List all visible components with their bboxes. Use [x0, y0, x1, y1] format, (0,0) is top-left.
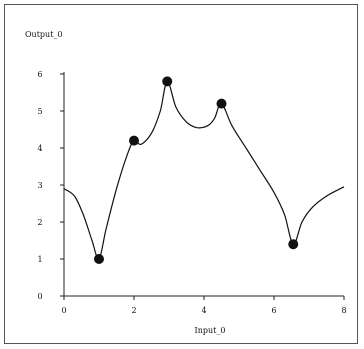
x-tick-label-0: 0 [61, 306, 66, 315]
data-point-2 [162, 76, 173, 87]
y-tick-label-4: 4 [37, 144, 42, 153]
x-tick-label-2: 4 [201, 306, 206, 315]
data-point-3 [216, 98, 227, 109]
data-point-0 [94, 254, 104, 264]
y-tick-label-5: 5 [37, 107, 42, 116]
chart-plot: Output_0 Input_0 0 2 4 6 8 0 1 2 3 4 5 6 [25, 30, 347, 335]
x-tick-label-3: 6 [271, 306, 276, 315]
y-tick-label-1: 1 [37, 255, 42, 264]
series-marks [63, 76, 345, 264]
data-point-4 [288, 239, 299, 250]
y-tick-label-0: 0 [37, 292, 42, 301]
chart-frame: Output_0 Input_0 0 2 4 6 8 0 1 2 3 4 5 6 [4, 4, 358, 344]
x-axis-title: Input_0 [195, 326, 226, 335]
y-tick-label-6: 6 [37, 70, 42, 79]
x-tick-label-4: 8 [341, 306, 346, 315]
data-point-1 [129, 135, 139, 146]
y-axis-title: Output_0 [25, 30, 63, 39]
x-tick-label-1: 2 [131, 306, 136, 315]
y-tick-label-3: 3 [37, 181, 42, 190]
axes: 0 2 4 6 8 0 1 2 3 4 5 6 [37, 70, 346, 315]
y-tick-label-2: 2 [37, 218, 42, 227]
series-line [63, 80, 345, 260]
